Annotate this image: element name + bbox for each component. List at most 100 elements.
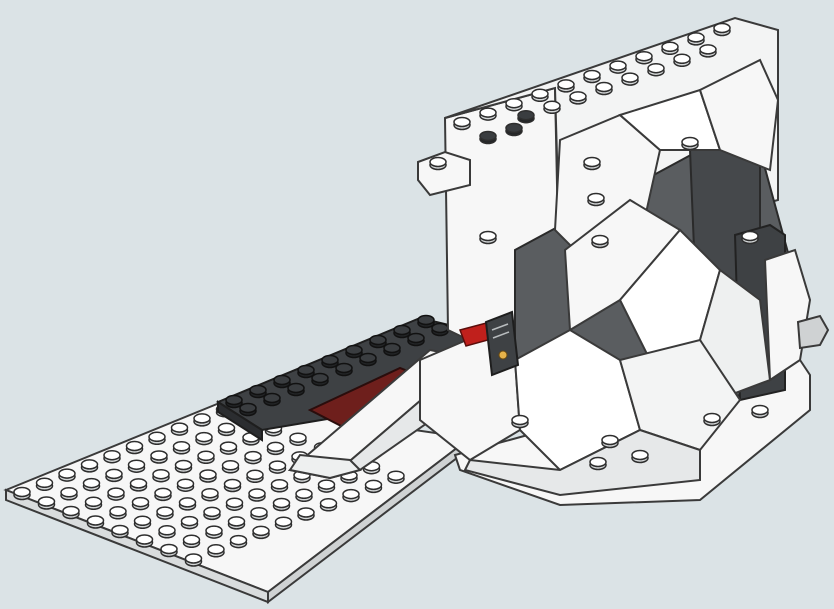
lego-stud-icon <box>713 22 731 37</box>
lego-stud-icon <box>511 414 529 429</box>
lego-stud-icon <box>342 488 360 503</box>
lego-stud-icon <box>295 488 313 503</box>
lego-stud-icon <box>156 506 174 520</box>
lego-stud-icon <box>223 478 242 493</box>
lego-stud-icon <box>176 478 195 492</box>
lego-stud-icon <box>111 524 129 539</box>
lego-stud-icon <box>479 230 497 245</box>
lego-stud-icon <box>252 525 270 540</box>
lego-stud-icon <box>152 468 170 483</box>
lego-stud-icon <box>699 44 717 58</box>
lego-stud-icon <box>393 324 411 339</box>
lego-stud-icon <box>62 505 80 520</box>
lego-stud-icon <box>621 72 639 86</box>
lego-stud-icon <box>172 441 191 455</box>
lego-stud-icon <box>369 334 387 349</box>
lego-stud-icon <box>263 392 281 407</box>
lego-stud-icon <box>287 382 305 397</box>
lego-stud-icon <box>268 460 287 474</box>
lego-stud-icon <box>589 456 607 471</box>
lego-stud-icon <box>158 525 176 539</box>
lego-stud-icon <box>244 450 262 465</box>
ramp-slope-3 <box>288 453 362 480</box>
lego-stud-icon <box>505 122 523 137</box>
lego-stud-icon <box>148 431 166 446</box>
rock-studs <box>429 22 769 471</box>
lego-stud-icon <box>60 487 78 501</box>
lego-stud-icon <box>364 479 383 494</box>
lego-stud-icon <box>58 468 76 482</box>
lego-stud-icon <box>609 60 627 74</box>
lego-stud-icon <box>661 41 679 56</box>
lego-stud-icon <box>178 497 197 511</box>
dark-plate-studs <box>225 314 449 417</box>
lego-stud-icon <box>105 468 123 483</box>
lego-stud-icon <box>37 496 56 510</box>
lego-stud-icon <box>631 449 649 464</box>
lego-stud-icon <box>180 515 199 530</box>
lego-stud-icon <box>595 81 613 96</box>
lego-stud-icon <box>170 422 189 436</box>
lego-stud-icon <box>681 136 699 151</box>
lego-stud-icon <box>82 477 101 492</box>
lego-stud-icon <box>203 506 221 521</box>
lego-stud-icon <box>133 515 152 530</box>
lego-stud-icon <box>266 441 285 456</box>
lego-stud-icon <box>319 498 338 512</box>
lego-stud-icon <box>601 434 619 449</box>
lego-stud-icon <box>703 412 721 427</box>
lego-stud-icon <box>248 488 266 502</box>
lego-stud-icon <box>150 450 168 464</box>
lego-stud-icon <box>154 487 172 502</box>
lego-stud-icon <box>557 79 575 93</box>
side-connector <box>796 314 830 350</box>
lego-stud-icon <box>174 459 193 474</box>
lego-stud-icon <box>569 91 587 105</box>
lego-stud-icon <box>687 32 705 46</box>
lego-stud-icon <box>317 479 336 493</box>
lego-stud-icon <box>289 432 307 446</box>
lego-stud-icon <box>270 479 289 493</box>
lego-stud-icon <box>207 544 225 558</box>
lego-stud-icon <box>227 516 246 530</box>
lego-stud-icon <box>201 487 219 502</box>
lego-stud-icon <box>479 107 497 121</box>
lego-stud-icon <box>35 477 54 492</box>
lego-stud-icon <box>221 460 240 474</box>
lego-stud-icon <box>197 450 215 465</box>
lego-stud-icon <box>84 496 103 511</box>
lego-stud-icon <box>587 192 605 207</box>
lego-stud-icon <box>583 69 601 84</box>
rock-facet-6 <box>698 58 780 172</box>
lego-stud-icon <box>517 109 535 124</box>
lego-stud-icon <box>129 478 148 492</box>
lego-stud-icon <box>225 394 243 409</box>
lego-stud-icon <box>103 449 121 464</box>
lego-stud-icon <box>239 402 257 417</box>
lego-stud-icon <box>217 422 236 437</box>
lego-stud-icon <box>195 431 213 446</box>
lego-stud-icon <box>453 116 471 131</box>
lego-stud-icon <box>407 332 425 347</box>
lego-stud-icon <box>635 50 653 65</box>
lego-stud-icon <box>199 469 217 483</box>
lego-stud-icon <box>160 543 178 558</box>
lego-stud-icon <box>591 234 609 249</box>
lego-stud-icon <box>335 362 353 377</box>
lego-stud-icon <box>182 534 201 549</box>
rock-facet-7 <box>763 248 812 382</box>
lego-stud-icon <box>125 440 144 455</box>
lego-stud-icon <box>246 469 264 484</box>
lego-stud-icon <box>272 497 291 512</box>
lego-stud-icon <box>647 62 665 77</box>
lego-stud-icon <box>741 230 759 245</box>
lego-stud-icon <box>127 459 146 473</box>
lego-stud-icon <box>229 534 248 549</box>
lego-stud-icon <box>273 374 291 389</box>
lego-stud-icon <box>297 507 315 521</box>
lego-stud-icon <box>297 364 315 379</box>
lego-stud-icon <box>219 441 238 455</box>
lego-stud-icon <box>250 506 268 521</box>
